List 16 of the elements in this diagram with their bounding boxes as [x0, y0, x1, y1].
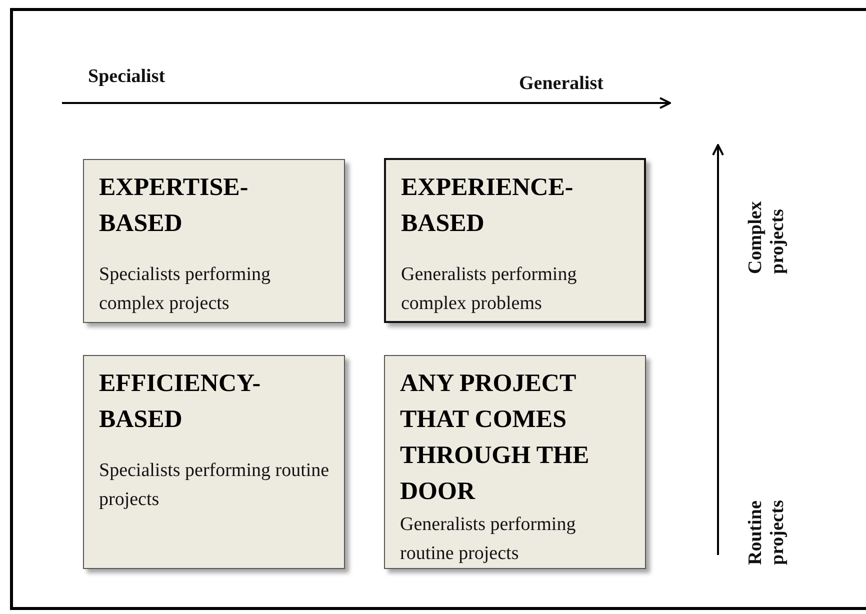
- quadrant-box: [83, 355, 345, 569]
- axis-label: Specialist: [88, 66, 166, 87]
- axis-label: Generalist: [519, 73, 604, 94]
- quadrant-heading: EXPERIENCE- BASED: [401, 173, 574, 239]
- axis-label: Complex projects: [745, 200, 789, 274]
- quadrant-heading: ANY PROJECT THAT COMES THROUGH THE DOOR: [400, 369, 590, 507]
- quadrant-description: Generalists performing complex problems: [401, 263, 578, 316]
- quadrant-box: [384, 355, 646, 569]
- quadrant-description: Specialists performing complex projects: [99, 263, 272, 316]
- quadrant-description: Specialists performing routine projects: [99, 459, 330, 512]
- quadrant-box: [384, 158, 646, 323]
- axis-label: Routine projects: [745, 498, 789, 565]
- quadrant-description: Generalists performing routine projects: [400, 513, 577, 566]
- quadrant-heading: EFFICIENCY- BASED: [99, 369, 262, 435]
- quadrant-box: [83, 159, 345, 323]
- quadrant-heading: EXPERTISE- BASED: [99, 173, 250, 239]
